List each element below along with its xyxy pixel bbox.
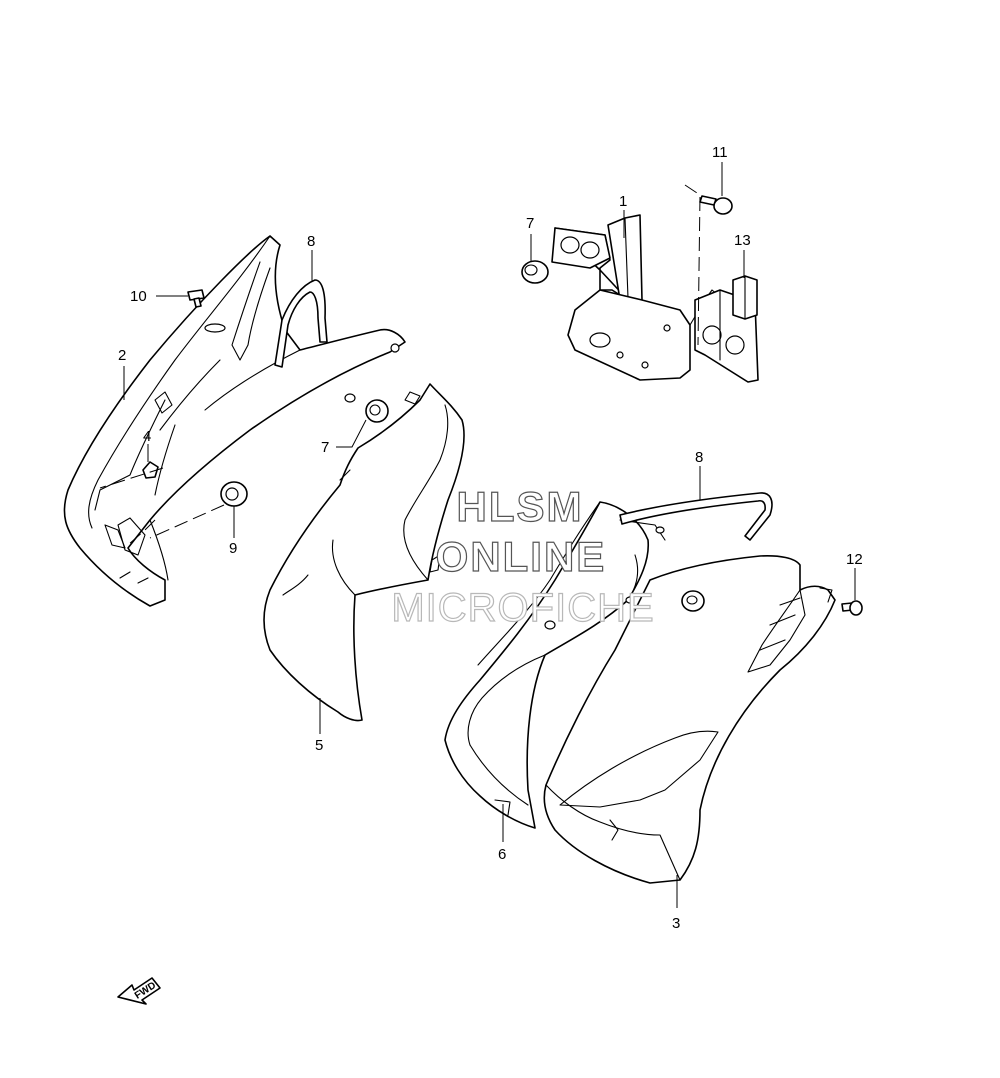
callout-1: 1 [619,193,627,210]
part-13-clip [732,275,758,320]
part-7-grommet-mid [365,399,389,423]
watermark-line-2: ONLINE [436,533,607,580]
callout-3: 3 [672,915,680,932]
callout-10: 10 [130,288,147,305]
callout-numbers: 1 7 11 13 8 10 2 4 7 9 5 8 12 6 3 [118,144,863,932]
callout-4: 4 [143,428,151,445]
callout-6: 6 [498,846,506,863]
part-5-inner-panel [263,383,465,722]
callout-7-top: 7 [526,215,534,232]
part-6-inner-side-panel [444,501,666,829]
callout-7-mid: 7 [321,439,329,456]
part-8-strip-right [619,492,773,541]
part-4-nut [142,461,159,479]
callout-12: 12 [846,551,863,568]
part-9-grommet [220,481,248,507]
watermark-line-1: HLSM [457,483,584,530]
callout-8-right: 8 [695,449,703,466]
part-7-grommet-top [521,260,549,284]
part-12-screw [841,600,863,616]
part-10-screw [187,289,205,308]
watermark-line-3: MICROFICHE [391,586,654,630]
callout-11: 11 [712,144,728,161]
callout-13: 13 [734,232,751,249]
callout-9: 9 [229,540,237,557]
callout-8-left: 8 [307,233,315,250]
part-8-strip-left [274,279,328,368]
part-1-bracket [551,214,759,383]
watermark: HLSM ONLINE MICROFICHE [391,482,655,630]
callout-2: 2 [118,347,126,364]
fwd-arrow-icon [117,977,161,1005]
assembly-lines [99,184,701,546]
part-2-front-cowl [63,235,406,607]
leader-lines [123,162,856,908]
part-11-bolt [699,195,733,215]
callout-5: 5 [315,737,323,754]
part-3-outer-side-cover [543,555,836,884]
fwd-indicator: FWD [117,977,161,1005]
